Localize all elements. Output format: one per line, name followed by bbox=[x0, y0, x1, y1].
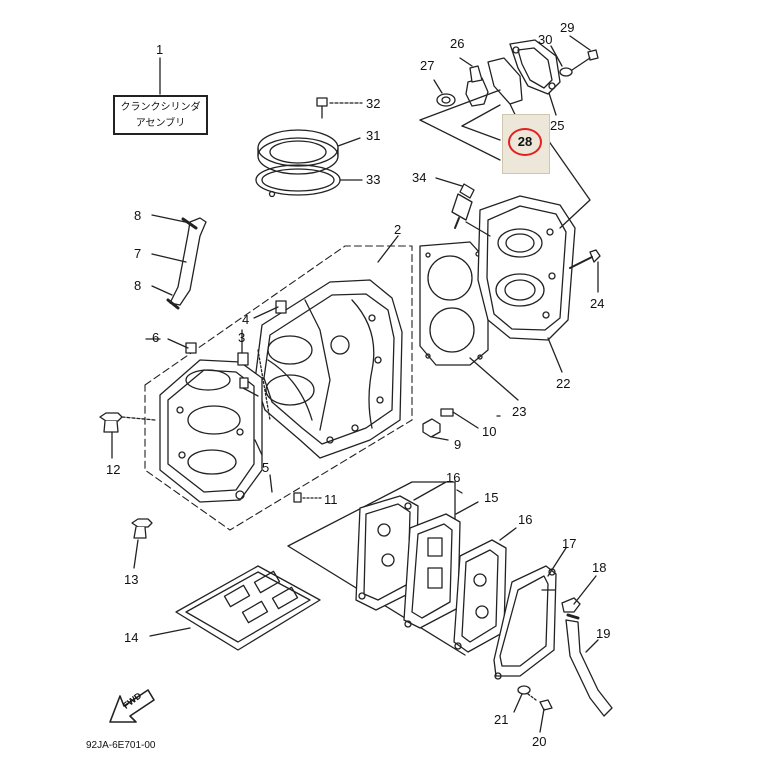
callout-22: 22 bbox=[556, 376, 571, 391]
bracket-9 bbox=[422, 408, 479, 441]
callout-18: 18 bbox=[592, 560, 607, 575]
callout-17: 17 bbox=[562, 536, 577, 551]
spark-plug-34 bbox=[435, 177, 491, 237]
callout-19: 19 bbox=[596, 626, 611, 641]
leader-lines bbox=[145, 338, 501, 494]
assembly-bracket-lines bbox=[419, 89, 591, 229]
callout-7: 7 bbox=[134, 246, 142, 261]
callout-21: 21 bbox=[494, 712, 509, 727]
pin-11 bbox=[293, 492, 323, 503]
callout-8-upper: 8 bbox=[134, 208, 142, 223]
callout-16-right: 16 bbox=[518, 512, 533, 527]
bolt-29 bbox=[569, 35, 599, 71]
crankcase-left bbox=[159, 359, 263, 503]
callout-4: 4 bbox=[242, 312, 250, 327]
fwd-arrow-icon bbox=[109, 689, 155, 723]
hose-7 bbox=[151, 214, 207, 310]
crankcase-body bbox=[254, 279, 403, 459]
callout-29: 29 bbox=[560, 20, 575, 35]
cover-17 bbox=[493, 547, 567, 680]
hose-19 bbox=[565, 613, 613, 717]
dowel-pins bbox=[167, 300, 287, 456]
callout-26: 26 bbox=[450, 36, 465, 51]
callout-10: 10 bbox=[482, 424, 497, 439]
callout-12: 12 bbox=[106, 462, 121, 477]
callout-25: 25 bbox=[550, 118, 565, 133]
crankcase-assembly-outline bbox=[144, 245, 413, 531]
drawing-code: 92JA-6E701-00 bbox=[86, 740, 156, 751]
callout-14: 14 bbox=[124, 630, 139, 645]
callout-16-left: 16 bbox=[446, 470, 461, 485]
callout-6: 6 bbox=[152, 330, 160, 345]
ring-31 bbox=[257, 129, 361, 175]
callout-28: 28 bbox=[517, 134, 533, 149]
callout-30: 30 bbox=[538, 32, 553, 47]
bolt-24 bbox=[569, 249, 601, 293]
assembly-label-line2: アセンブリ bbox=[135, 118, 186, 129]
gasket-14 bbox=[149, 565, 321, 651]
callout-23: 23 bbox=[512, 404, 527, 419]
callout-15: 15 bbox=[484, 490, 499, 505]
assembly-label-line1: クランクシリンダ bbox=[120, 102, 201, 113]
thermostat-26 bbox=[459, 57, 489, 107]
washer-21 bbox=[513, 685, 531, 713]
callout-32: 32 bbox=[366, 96, 381, 111]
callout-8-lower: 8 bbox=[134, 278, 142, 293]
callout-5: 5 bbox=[262, 460, 270, 475]
callout-20: 20 bbox=[532, 734, 547, 749]
bolt-12 bbox=[99, 412, 156, 459]
cylinder-head-22 bbox=[477, 195, 576, 373]
plate-16-left bbox=[355, 481, 447, 611]
ring-33 bbox=[255, 164, 363, 198]
callout-34: 34 bbox=[412, 170, 427, 185]
callout-2: 2 bbox=[394, 222, 402, 237]
highlight-circle bbox=[508, 128, 542, 156]
callout-11: 11 bbox=[324, 492, 338, 507]
bolt-13 bbox=[131, 518, 153, 569]
callout-1: 1 bbox=[156, 42, 164, 57]
washer-30 bbox=[550, 45, 573, 77]
bolt-32 bbox=[316, 97, 363, 119]
assembly-label-box: クランクシリンダ アセンブリ bbox=[113, 95, 208, 135]
callout-33: 33 bbox=[366, 172, 381, 187]
thermostat-cover-25 bbox=[509, 39, 561, 116]
callout-3: 3 bbox=[238, 330, 246, 345]
washer-27 bbox=[433, 79, 456, 107]
callout-27: 27 bbox=[420, 58, 435, 73]
fitting-18 bbox=[561, 575, 597, 613]
bolt-20 bbox=[527, 693, 553, 733]
gasket-23 bbox=[419, 241, 519, 401]
callout-13: 13 bbox=[124, 572, 139, 587]
leader-2 bbox=[377, 235, 399, 263]
callout-31: 31 bbox=[366, 128, 381, 143]
callout-9: 9 bbox=[454, 437, 462, 452]
callout-24: 24 bbox=[590, 296, 605, 311]
